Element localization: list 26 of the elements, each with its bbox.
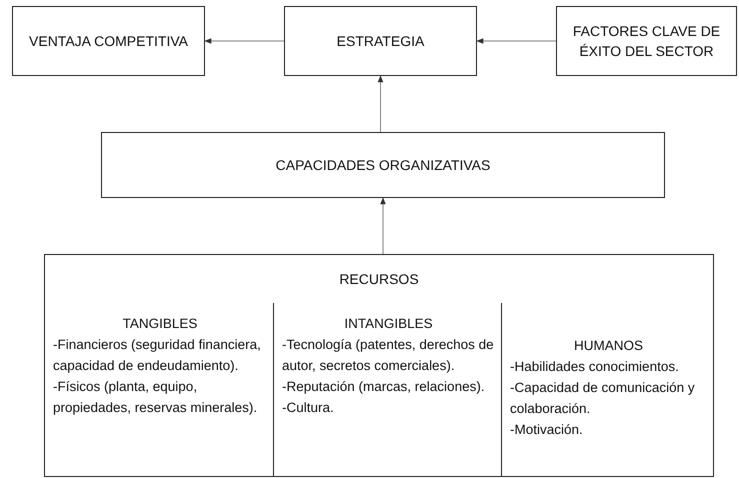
item-text: -Financieros (seguridad financiera, capacidad de endeudamiento). [53, 336, 262, 375]
box-label: CAPACIDADES ORGANIZATIVAS [276, 156, 490, 175]
concept-box [284, 6, 477, 76]
item-text: -Reputación (marcas, relaciones). [282, 378, 486, 396]
heading-label: TANGIBLES [122, 315, 198, 333]
concept-box [101, 132, 665, 198]
arrow [380, 197, 386, 254]
item-text: -Tecnología (patentes, derechos de autor, secretos comerciales). [282, 336, 495, 375]
arrow [204, 38, 284, 44]
heading-label: HUMANOS [572, 337, 644, 355]
arrow [476, 38, 556, 44]
box-label: ESTRATEGIA [336, 32, 424, 51]
concept-box [12, 6, 205, 76]
item-text: -Cultura. [282, 399, 335, 417]
arrow [378, 75, 384, 132]
item-text: -Motivación. [510, 421, 584, 439]
resource-column [501, 303, 713, 476]
heading-label: INTANGIBLES [343, 315, 434, 333]
item-text: -Habilidades conocimientos. [510, 358, 680, 376]
resources-table [44, 254, 714, 477]
item-text: -Capacidad de comunicación y colaboración. [510, 379, 696, 418]
concept-box [556, 6, 737, 76]
item-text: -Físicos (planta, equipo, propiedades, reservas minerales). [53, 378, 258, 417]
resource-column [273, 303, 501, 476]
box-label: FACTORES CLAVE DE ÉXITO DEL SECTOR [572, 22, 722, 61]
box-label: VENTAJA COMPETITIVA [29, 32, 188, 51]
